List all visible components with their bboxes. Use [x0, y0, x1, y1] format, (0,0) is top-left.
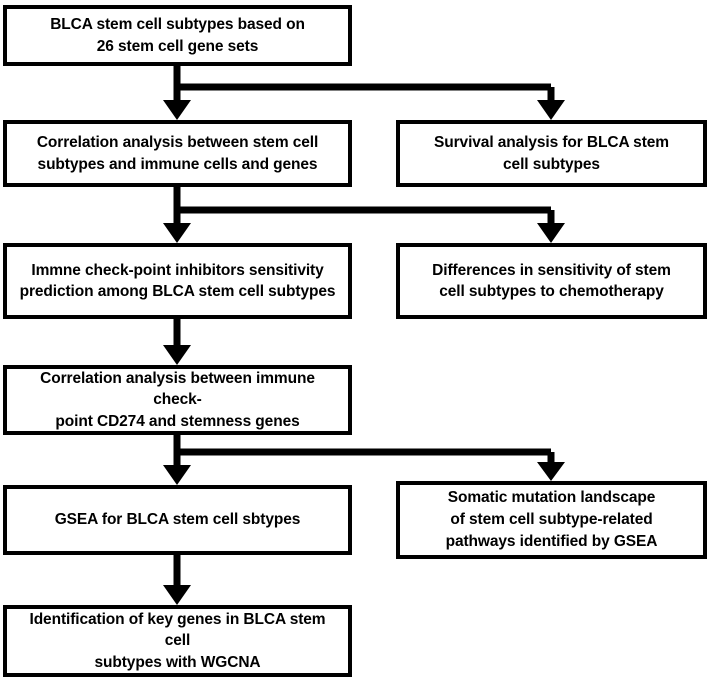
node-label: GSEA for BLCA stem cell sbtypes	[54, 511, 301, 529]
node-survival-analysis[interactable]: Survival analysis for BLCA stem cell sub…	[396, 120, 707, 187]
arrowhead-gsea-wgcna	[163, 585, 191, 605]
node-gsea-analysis[interactable]: GSEA for BLCA stem cell sbtypes	[3, 485, 352, 555]
node-label: Somatic mutation landscape of stem cell …	[445, 489, 658, 550]
arrowhead-root-correlation	[163, 100, 191, 120]
node-label: Immne check-point inhibitors sensitivity…	[19, 261, 336, 300]
arrowhead-correlation-chemo	[537, 223, 565, 243]
node-cd274-stemness-correlation[interactable]: Correlation analysis between immune chec…	[3, 365, 352, 435]
node-somatic-mutation-landscape[interactable]: Somatic mutation landscape of stem cell …	[396, 481, 707, 559]
arrowhead-root-survival	[537, 100, 565, 120]
node-label: Correlation analysis between stem cell s…	[36, 134, 319, 173]
node-label: Correlation analysis between immune chec…	[40, 369, 315, 430]
node-label: Differences in sensitivity of stem cell …	[432, 261, 671, 300]
arrowhead-cd274-gsea	[163, 465, 191, 485]
arrowhead-cd274-somatic	[537, 462, 565, 481]
node-label: BLCA stem cell subtypes based on 26 stem…	[50, 16, 305, 55]
node-blca-stem-cell-subtypes[interactable]: BLCA stem cell subtypes based on 26 stem…	[3, 5, 352, 66]
arrowhead-icb-cd274	[163, 345, 191, 365]
arrowhead-correlation-icb	[163, 223, 191, 243]
node-immune-checkpoint-inhibitor-sensitivity[interactable]: Immne check-point inhibitors sensitivity…	[3, 243, 352, 319]
node-correlation-analysis-immune[interactable]: Correlation analysis between stem cell s…	[3, 120, 352, 187]
node-wgcna-key-genes[interactable]: Identification of key genes in BLCA stem…	[3, 605, 352, 677]
node-chemotherapy-sensitivity-differences[interactable]: Differences in sensitivity of stem cell …	[396, 243, 707, 319]
node-label: Survival analysis for BLCA stem cell sub…	[434, 134, 669, 173]
node-label: Identification of key genes in BLCA stem…	[29, 610, 326, 671]
